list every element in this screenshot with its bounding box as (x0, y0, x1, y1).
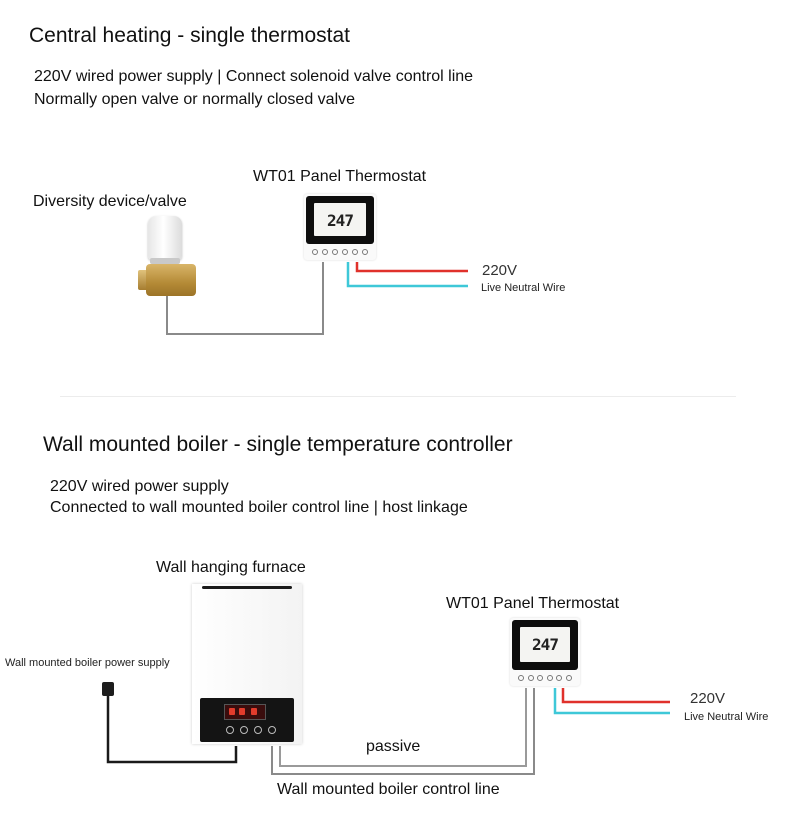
thermostat1-device: 247 (304, 194, 376, 260)
passive-label: passive (366, 738, 421, 755)
wire-label-1: Live Neutral Wire (481, 282, 566, 294)
boiler-icon (192, 584, 302, 744)
control-wire-outer (271, 688, 535, 775)
thermostat2-buttons (518, 674, 572, 682)
thermostat2-display: 247 (532, 635, 559, 654)
valve-control-wire (166, 262, 324, 335)
voltage-label-2: 220V (690, 690, 726, 707)
control-line-label: Wall mounted boiler control line (277, 781, 500, 798)
section2-description-line2: Connected to wall mounted boiler control… (50, 499, 468, 516)
boiler-buttons (226, 726, 276, 734)
power-cable (106, 696, 238, 764)
live-wire-1 (355, 262, 468, 273)
thermostat1-display: 247 (327, 211, 354, 230)
section1-title: Central heating - single thermostat (29, 24, 350, 47)
thermostat2-device: 247 (510, 618, 580, 686)
neutral-wire-1 (346, 262, 468, 288)
power-supply-label: Wall mounted boiler power supply (5, 657, 170, 669)
control-wire-inner (279, 688, 527, 767)
section1-description-line1: 220V wired power supply | Connect soleno… (34, 68, 474, 85)
thermostat2-label: WT01 Panel Thermostat (446, 595, 620, 612)
boiler-display (224, 704, 266, 720)
power-plug-icon (102, 682, 114, 696)
section2-title: Wall mounted boiler - single temperature… (43, 433, 513, 456)
thermostat1-buttons (312, 248, 368, 256)
section-divider (60, 396, 736, 397)
section2-description-line1: 220V wired power supply (50, 478, 229, 495)
voltage-label-1: 220V (482, 262, 518, 279)
live-wire-2 (561, 688, 670, 704)
thermostat1-label: WT01 Panel Thermostat (253, 168, 427, 185)
boiler-label: Wall hanging furnace (156, 559, 306, 576)
neutral-wire-2 (553, 688, 670, 715)
valve-label: Diversity device/valve (33, 193, 187, 210)
section1-description-line2: Normally open valve or normally closed v… (34, 91, 356, 108)
wire-label-2: Live Neutral Wire (684, 711, 769, 723)
